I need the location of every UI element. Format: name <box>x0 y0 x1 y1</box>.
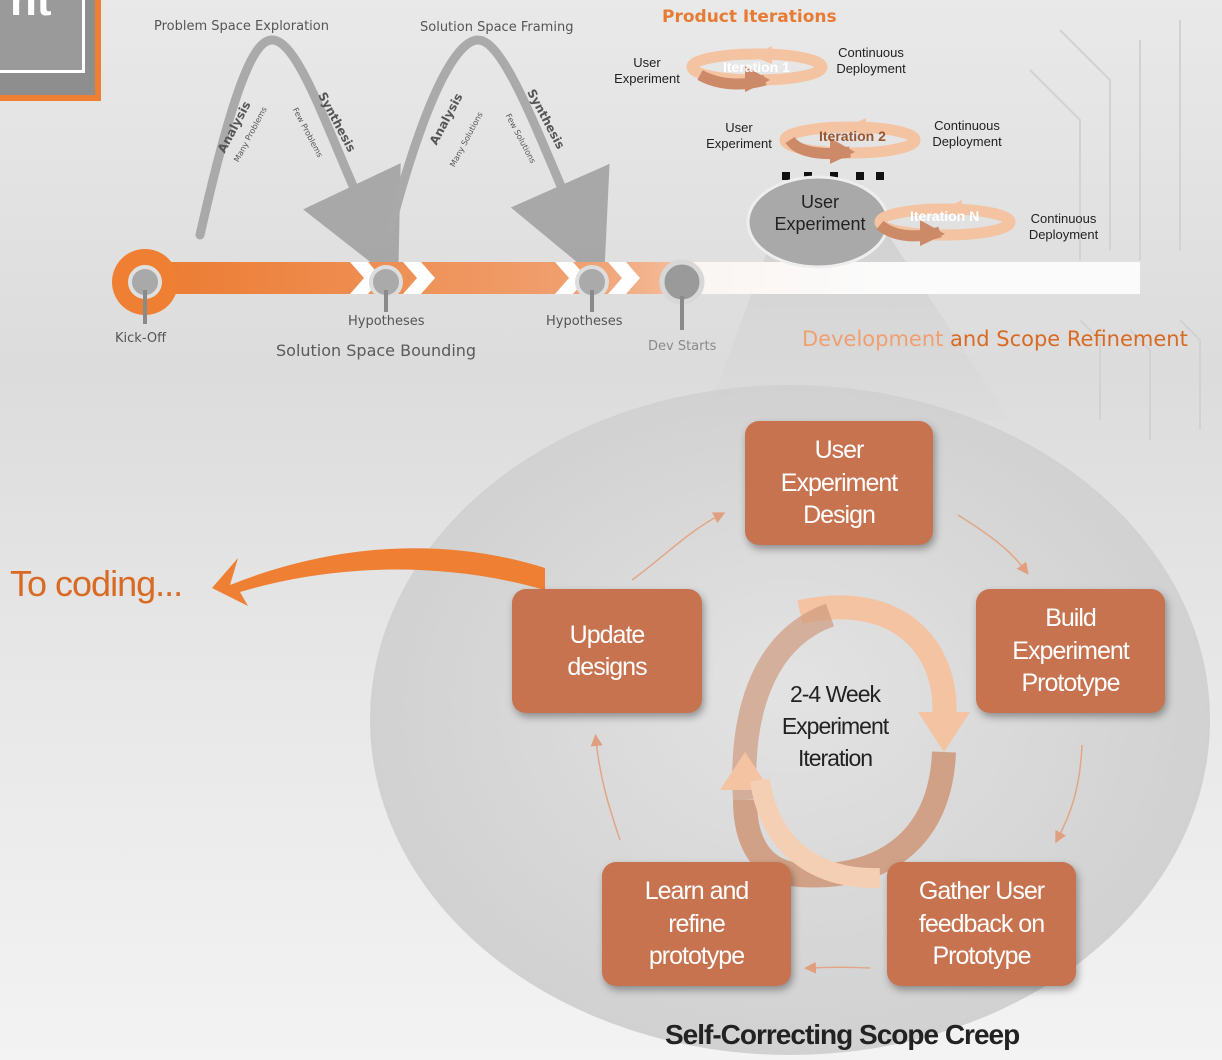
iteration-1-left: User Experiment <box>614 55 680 86</box>
iteration-n-right: Continuous Deployment <box>1028 211 1099 242</box>
step-user-experiment-design: User Experiment Design <box>745 421 933 545</box>
self-correcting-caption: Self-Correcting Scope Creep <box>665 1019 1020 1050</box>
iteration-1-label: Iteration 1 <box>723 59 790 75</box>
iteration-loop-2 <box>779 118 921 164</box>
iteration-2-label: Iteration 2 <box>819 128 886 144</box>
user-experiment-bubble <box>746 175 890 269</box>
corner-title: nt <box>10 0 52 25</box>
iteration-n-label: Iteration N <box>910 208 980 224</box>
center-loop <box>720 595 970 889</box>
iteration-2-left: User Experiment <box>706 120 772 151</box>
iteration-n-left: User Experiment <box>774 192 866 234</box>
dev-starts-label: Dev Starts <box>648 339 717 354</box>
kickoff-label: Kick-Off <box>115 331 167 346</box>
step-gather-feedback: Gather User feedback on Prototype <box>887 862 1076 986</box>
dev-refinement-part-b: and Scope Refinement <box>943 327 1188 351</box>
hypotheses-label-1: Hypotheses <box>348 314 425 329</box>
iteration-loop-n <box>874 200 1016 246</box>
iteration-duration-label: 2-4 Week Experiment Iteration <box>781 681 889 772</box>
to-coding-arrow <box>212 548 545 606</box>
circuit-pattern <box>1029 20 1201 440</box>
corner-title-block: nt <box>0 0 101 101</box>
dev-starts-pin <box>659 259 705 330</box>
iteration-loop-1 <box>686 46 828 92</box>
to-coding-label: To coding... <box>10 563 183 604</box>
iteration-2-right: Continuous Deployment <box>932 118 1002 149</box>
step-build-prototype: Build Experiment Prototype <box>976 589 1165 713</box>
step-update-designs: Update designs <box>512 589 702 713</box>
step-learn-refine: Learn and refine prototype <box>602 862 791 986</box>
hypotheses-pin-2 <box>575 265 609 312</box>
dev-refinement-part-a: Development <box>802 327 944 351</box>
hypotheses-pin-1 <box>369 265 403 312</box>
iteration-1-right: Continuous Deployment <box>836 45 906 76</box>
product-iterations-title: Product Iterations <box>662 7 837 27</box>
divergence-curves <box>195 35 610 285</box>
hypotheses-label-2: Hypotheses <box>546 314 623 329</box>
cycle-arrows <box>590 512 1083 974</box>
solution-bounding-label: Solution Space Bounding <box>276 341 477 360</box>
solution-framing-label: Solution Space Framing <box>420 20 574 35</box>
problem-space-label: Problem Space Exploration <box>154 19 329 34</box>
dev-refinement-title: Development and Scope Refinement <box>802 327 1188 351</box>
kickoff-pin <box>112 249 178 324</box>
